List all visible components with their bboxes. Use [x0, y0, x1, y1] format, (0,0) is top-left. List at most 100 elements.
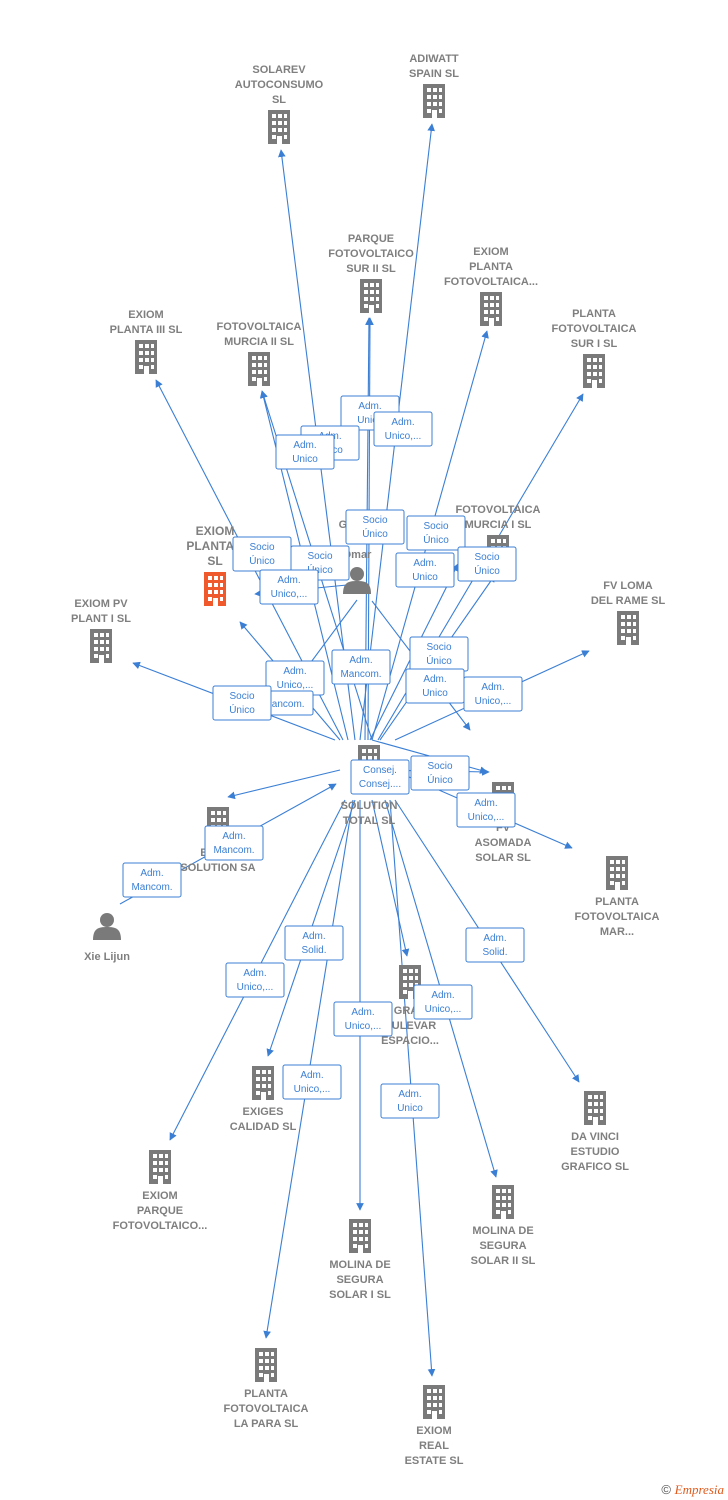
- edge-label-box: Adm. Unico,...: [282, 1064, 342, 1100]
- node-label: PLANTA III SL: [110, 324, 183, 336]
- footer-brand: © Empresia: [661, 1482, 724, 1498]
- node-label: PLANTA: [595, 896, 639, 908]
- node-label: FOTOVOLTAICA: [224, 1403, 309, 1415]
- building-icon: [492, 1185, 514, 1219]
- node-label: CALIDAD SL: [230, 1121, 297, 1133]
- node-label: SUR I SL: [571, 338, 618, 350]
- edge-label-text: Unico: [357, 415, 383, 426]
- building-icon: [360, 279, 382, 313]
- node-label: Xie Lijun: [84, 951, 130, 963]
- building-icon: [583, 354, 605, 388]
- node-exiom-parque[interactable]: EXIOMPARQUEFOTOVOLTAICO...: [113, 1150, 208, 1232]
- empresia-logo[interactable]: Empresia: [674, 1482, 724, 1497]
- node-label: PLANTA: [572, 308, 616, 320]
- edge-label-text: Unico,...: [277, 680, 314, 691]
- edge-label-text: Solid.: [301, 945, 326, 956]
- edge-label-text: Adm.: [222, 831, 245, 842]
- node-label: SUR II SL: [346, 263, 396, 275]
- edge-label-rect: [212, 685, 272, 721]
- edge-label-box: Adm.Unico,...: [463, 676, 523, 712]
- edge-label-text: Adm.: [300, 1070, 323, 1081]
- node-xie[interactable]: Xie Lijun: [84, 913, 130, 963]
- edge-label-text: Unico,...: [294, 1084, 331, 1095]
- node-label: DA VINCI: [571, 1131, 619, 1143]
- node-label: SOLAREV: [252, 64, 306, 76]
- node-label: REAL: [419, 1440, 449, 1452]
- node-label: FV LOMA: [603, 580, 653, 592]
- node-label: PARQUE: [348, 233, 394, 245]
- edge-label-text: Unico,...: [271, 589, 308, 600]
- edge-line: [227, 769, 341, 800]
- edge-label-rect: [204, 825, 264, 861]
- node-label: ESPACIO...: [381, 1035, 439, 1047]
- edge-label-text: Unico: [412, 572, 438, 583]
- edge-label-box: Adm. Unico: [275, 434, 335, 470]
- edge-label-text: Adm.: [349, 655, 372, 666]
- building-icon: [255, 1348, 277, 1382]
- building-icon: [423, 1385, 445, 1419]
- node-label: FOTOVOLTAICA: [217, 321, 302, 333]
- node-label: PLANT I SL: [71, 613, 131, 625]
- edge-label-rect: [380, 1083, 440, 1119]
- edge-label-box: Adm.Unico,...: [456, 792, 516, 828]
- building-icon: [617, 611, 639, 645]
- node-label: ESTATE SL: [405, 1455, 464, 1467]
- edge-label-text: Unico,...: [475, 696, 512, 707]
- node-label: SPAIN SL: [409, 68, 459, 80]
- node-exiom-planta-foto[interactable]: EXIOMPLANTAFOTOVOLTAICA...: [444, 246, 538, 326]
- node-label: EXIGES: [243, 1106, 284, 1118]
- edge-label-text: Adm.: [413, 558, 436, 569]
- edge-label-box: Adm.Unico: [405, 668, 465, 704]
- edge-label-text: Socio: [362, 515, 387, 526]
- edge-label-rect: [259, 569, 319, 605]
- edge-label-text: Adm.: [140, 868, 163, 879]
- building-icon: [349, 1219, 371, 1253]
- node-exiges[interactable]: EXIGES CALIDAD SL: [230, 1066, 297, 1133]
- node-label: EXIOM: [128, 309, 163, 321]
- edge-label-text: Único: [249, 554, 275, 567]
- edge-label-text: Solid.: [482, 947, 507, 958]
- edge-label-text: Adm.: [398, 1089, 421, 1100]
- edge-label-rect: [350, 759, 410, 795]
- node-exiom-planta3[interactable]: EXIOM PLANTA III SL: [110, 309, 183, 374]
- edge-label-text: Socio: [426, 642, 451, 653]
- edge-label-rect: [284, 925, 344, 961]
- edge-label-text: Único: [427, 773, 453, 786]
- edge-label-text: Adm.: [302, 931, 325, 942]
- edge-label-text: Unico: [292, 454, 318, 465]
- edge-label-text: Adm.: [293, 440, 316, 451]
- edge-label-rect: [463, 676, 523, 712]
- edge-label-box: Adm. Solid.: [465, 927, 525, 963]
- node-adiwatt[interactable]: ADIWATT SPAIN SL: [409, 53, 459, 118]
- node-label: ESTUDIO: [571, 1146, 620, 1158]
- edge-label-text: Adm.: [423, 674, 446, 685]
- edge-label-box: Adm.Unico,...: [225, 962, 285, 998]
- node-planta-mar[interactable]: PLANTAFOTOVOLTAICAMAR...: [575, 856, 660, 938]
- edge-label-text: Único: [362, 527, 388, 540]
- edge-label-text: Socio: [427, 761, 452, 772]
- edge-label-text: Socio: [249, 542, 274, 553]
- edge-label-text: Adm.: [483, 933, 506, 944]
- node-label: MAR...: [600, 926, 634, 938]
- edges-layer: [119, 123, 590, 1377]
- node-label: ADIWATT: [409, 53, 459, 65]
- edge-label-text: Mancom.: [263, 699, 304, 710]
- edge-label-box: Adm.Mancom.: [122, 862, 182, 898]
- edge-label-text: Unico,...: [425, 1004, 462, 1015]
